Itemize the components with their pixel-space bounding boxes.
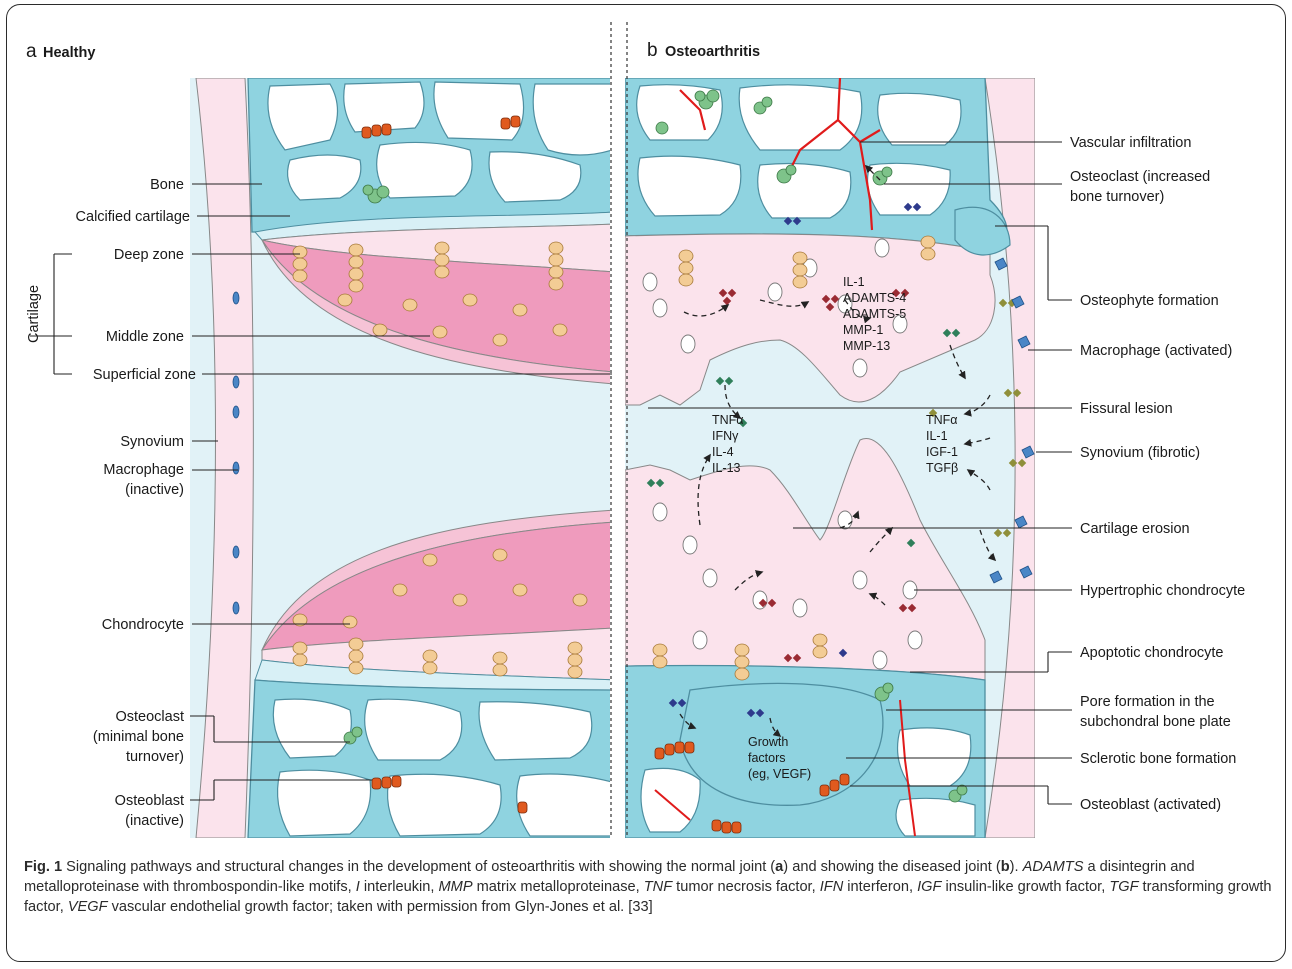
label-osteoblast-2: (inactive) — [125, 813, 184, 829]
cyt-adamts5: ADAMTS-5 — [843, 307, 906, 321]
caption-text-1: Signaling pathways and structural change… — [62, 859, 775, 875]
label-osteoclast-3: turnover) — [126, 749, 184, 765]
label-cartilage-erosion: Cartilage erosion — [1080, 521, 1190, 537]
growth-2: factors — [748, 751, 786, 765]
label-osteophyte: Osteophyte formation — [1080, 293, 1219, 309]
panel-a-title: Healthy — [43, 45, 95, 61]
label-osteoclast-oa-2: bone turnover) — [1070, 189, 1164, 205]
panel-b-title: Osteoarthritis — [665, 44, 760, 60]
label-osteoclast-1: Osteoclast — [116, 709, 185, 725]
label-hypertrophic: Hypertrophic chondrocyte — [1080, 583, 1245, 599]
label-pore-2: subchondral bone plate — [1080, 714, 1231, 730]
caption-fig-label: Fig. 1 — [24, 859, 62, 875]
label-osteoblast-activated: Osteoblast (activated) — [1080, 797, 1221, 813]
cyt-mmp1: MMP-1 — [843, 323, 883, 337]
cyt-il4: IL-4 — [712, 445, 734, 459]
label-chondrocyte: Chondrocyte — [102, 617, 184, 633]
cyt-tgfb: TGFβ — [926, 461, 958, 475]
figure-caption: Fig. 1 Signaling pathways and structural… — [24, 857, 1274, 917]
cyt-il1-2: IL-1 — [926, 429, 948, 443]
label-vascular-infiltration: Vascular infiltration — [1070, 135, 1191, 151]
growth-1: Growth — [748, 735, 788, 749]
abbr-term: VEGF — [68, 899, 108, 915]
abbr-def: interleukin, — [360, 879, 439, 895]
label-osteoblast-1: Osteoblast — [115, 793, 184, 809]
cyt-mmp13: MMP-13 — [843, 339, 890, 353]
abbr-def: matrix metalloproteinase, — [473, 879, 644, 895]
cyt-tnfa-1: TNFα — [712, 413, 744, 427]
cyt-tnfa-2: TNFα — [926, 413, 958, 427]
label-cartilage: Cartilage — [26, 285, 42, 343]
label-calcified-cartilage: Calcified cartilage — [76, 209, 190, 225]
panel-b-letter: b — [647, 40, 658, 61]
abbr-term: IFN — [820, 879, 844, 895]
label-pore-1: Pore formation in the — [1080, 694, 1215, 710]
label-synovium: Synovium — [120, 434, 184, 450]
abbr-term: MMP — [439, 879, 473, 895]
abbr-term: ADAMTS — [1023, 859, 1084, 875]
label-osteoclast-oa-1: Osteoclast (increased — [1070, 169, 1210, 185]
abbr-term: TGF — [1109, 879, 1138, 895]
osteoarthritis-diagram: a Healthy b Osteoarthritis IL-1 ADAMTS-4… — [0, 0, 1292, 850]
cyt-adamts4: ADAMTS-4 — [843, 291, 906, 305]
label-sclerotic: Sclerotic bone formation — [1080, 751, 1236, 767]
cyt-ifng: IFNγ — [712, 429, 739, 443]
osteoarthritis-joint — [625, 78, 1035, 838]
label-middle-zone: Middle zone — [106, 329, 184, 345]
caption-text-2: ) and showing the diseased joint ( — [783, 859, 1000, 875]
growth-3: (eg, VEGF) — [748, 767, 811, 781]
caption-b: b — [1001, 859, 1010, 875]
cyt-il13: IL-13 — [712, 461, 741, 475]
label-synovium-fibrotic: Synovium (fibrotic) — [1080, 445, 1200, 461]
healthy-joint — [190, 78, 615, 838]
caption-text-3: ). — [1010, 859, 1023, 875]
abbr-def: interferon, — [843, 879, 917, 895]
cyt-igf1: IGF-1 — [926, 445, 958, 459]
panel-a-letter: a — [26, 41, 37, 62]
label-macrophage-1: Macrophage — [103, 462, 184, 478]
cyt-il1: IL-1 — [843, 275, 865, 289]
abbr-def: insulin-like growth factor, — [941, 879, 1109, 895]
label-macrophage-2: (inactive) — [125, 482, 184, 498]
abbr-term: TNF — [644, 879, 672, 895]
abbr-def: vascular endothelial growth factor; take… — [108, 899, 653, 915]
label-fissural-lesion: Fissural lesion — [1080, 401, 1173, 417]
label-superficial-zone: Superficial zone — [93, 367, 196, 383]
label-macrophage-activated: Macrophage (activated) — [1080, 343, 1232, 359]
label-apoptotic: Apoptotic chondrocyte — [1080, 645, 1223, 661]
right-labels: Vascular infiltration Osteoclast (increa… — [1070, 135, 1245, 813]
label-deep-zone: Deep zone — [114, 247, 184, 263]
abbr-term: IGF — [917, 879, 941, 895]
label-bone: Bone — [150, 177, 184, 193]
left-labels: Bone Calcified cartilage Deep zone Carti… — [26, 177, 196, 829]
label-osteoclast-2: (minimal bone — [93, 729, 184, 745]
abbr-def: tumor necrosis factor, — [672, 879, 820, 895]
